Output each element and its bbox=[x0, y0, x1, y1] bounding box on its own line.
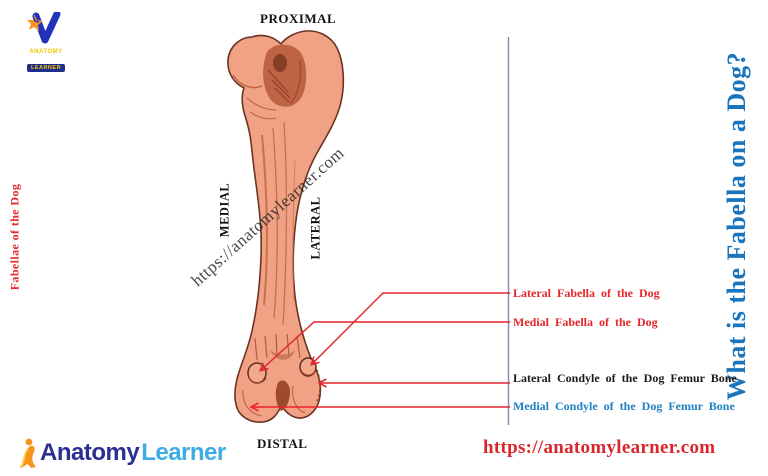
bone-shape bbox=[227, 30, 345, 423]
footer-logo-figure-icon bbox=[20, 438, 36, 468]
lateral-condyle bbox=[292, 385, 306, 414]
arrow-medial-fabella bbox=[258, 321, 510, 372]
top-left-logo: ANATOMY LEARNER bbox=[20, 10, 72, 74]
footer-logo-learner: Learner bbox=[141, 439, 226, 466]
anatomy-learner-mark-icon bbox=[27, 10, 61, 44]
proximal-label: PROXIMAL bbox=[260, 11, 337, 26]
label-medial-fabella: Medial Fabella of the Dog bbox=[513, 315, 658, 329]
label-lateral-fabella: Lateral Fabella of the Dog bbox=[513, 286, 660, 300]
medial-fabella bbox=[247, 362, 267, 384]
label-medial-condyle: Medial Condyle of the Dog Femur Bone bbox=[513, 399, 735, 413]
medial-condyle bbox=[242, 389, 263, 417]
intercondylar-fossa bbox=[275, 380, 290, 411]
arrow-lateral-fabella bbox=[310, 292, 510, 366]
footer-logo-anatomy: Anatomy bbox=[40, 439, 140, 466]
label-lateral-condyle: Lateral Condyle of the Dog Femur Bone bbox=[513, 371, 737, 385]
top-logo-learner-text: LEARNER bbox=[26, 64, 66, 72]
top-logo-anatomy-text: ANATOMY bbox=[29, 49, 63, 55]
left-vertical-title: Fabellae of the Dog bbox=[7, 183, 22, 291]
medial-label: MEDIAL bbox=[217, 182, 232, 238]
right-vertical-title: What is the Fabella on a Dog? bbox=[722, 51, 751, 401]
lateral-fabella bbox=[299, 357, 317, 377]
footer-url: https://anatomylearner.com bbox=[483, 437, 716, 458]
lateral-label: LATERAL bbox=[308, 196, 323, 260]
distal-label: DISTAL bbox=[257, 436, 308, 451]
annotation-arrows bbox=[249, 292, 510, 412]
